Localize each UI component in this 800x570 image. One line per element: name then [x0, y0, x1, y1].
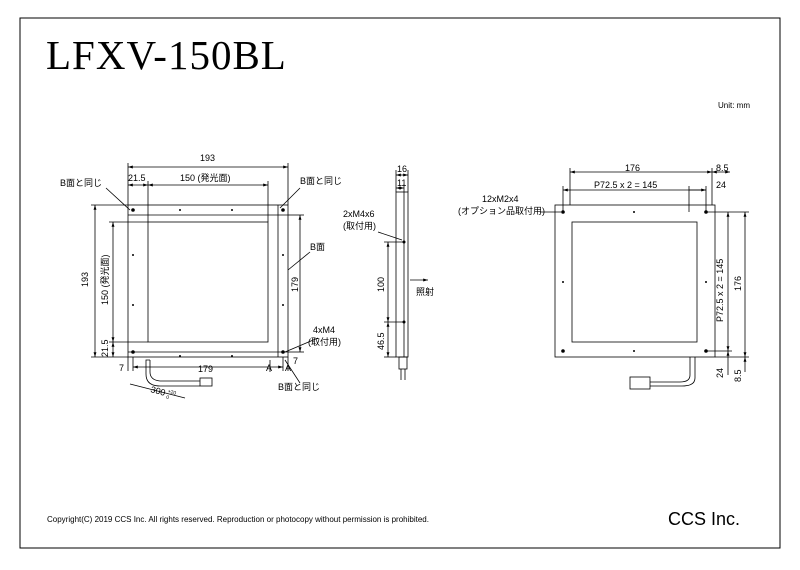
front-dim-right-height: 179	[290, 277, 300, 292]
front-dim-7-right: 7	[293, 356, 298, 366]
front-outline	[127, 204, 289, 358]
front-cable-tol-plus: +20	[167, 389, 177, 397]
front-dim-emit: 150 (発光面)	[180, 172, 231, 183]
back-pitch-horizontal: P72.5 x 2 = 145	[594, 180, 657, 190]
back-dim-8-5-bottom: 8.5	[733, 369, 743, 382]
front-cable-tol-minus: 0	[165, 394, 169, 401]
side-dim-11: 11	[397, 178, 406, 188]
front-screw-note: (取付用)	[308, 337, 341, 347]
front-screw: 4xM4	[313, 325, 335, 335]
back-dim-24-bottom: 24	[715, 368, 725, 378]
front-cable-length: 300	[149, 384, 166, 398]
back-dim-176: 176	[625, 163, 640, 173]
side-view	[377, 170, 428, 380]
company-name: CCS Inc.	[668, 509, 741, 529]
front-note-b: B面	[310, 242, 325, 252]
back-holes	[561, 210, 708, 353]
front-dim-bottom: 179	[198, 364, 213, 374]
front-emitting-area	[147, 221, 269, 343]
back-cable	[650, 357, 691, 383]
back-screw-note: (オプション品取付用)	[458, 206, 545, 216]
back-dim-24-top: 24	[716, 180, 726, 190]
front-cable	[149, 360, 200, 382]
back-dim-8-5-top: 8.5	[716, 163, 729, 173]
front-note-top-left: B面と同じ	[60, 178, 102, 188]
side-dim-100: 100	[376, 277, 386, 292]
sheet-border	[19, 17, 781, 549]
side-dim-46-5: 46.5	[376, 332, 386, 350]
front-mark-a1: A	[266, 363, 272, 373]
front-dim-bottom-left: 21.5	[100, 339, 110, 357]
front-note-bottom: B面と同じ	[278, 382, 320, 392]
back-view	[540, 168, 749, 390]
side-screw-note: (取付用)	[343, 221, 376, 231]
copyright-text: Copyright(C) 2019 CCS Inc. All rights re…	[47, 515, 429, 524]
back-pitch-vertical: P72.5 x 2 = 145	[715, 259, 725, 322]
side-dim-16: 16	[397, 164, 407, 174]
front-dim-7-left: 7	[119, 363, 124, 373]
side-outline	[395, 191, 409, 358]
unit-label: Unit: mm	[718, 101, 750, 110]
back-outline	[554, 204, 716, 358]
back-window	[571, 221, 698, 343]
front-view	[91, 163, 319, 399]
back-dim-176-vertical: 176	[733, 276, 743, 291]
front-note-top-right: B面と同じ	[300, 176, 342, 186]
front-dim-emit-vertical: 150 (発光面)	[99, 254, 110, 305]
drawing-title: LFXV-150BL	[46, 32, 287, 78]
front-dim-width: 193	[200, 153, 215, 163]
back-screw: 12xM2x4	[482, 194, 519, 204]
front-holes	[131, 208, 285, 357]
front-dim-height: 193	[80, 272, 90, 287]
front-dim-left: 21.5	[128, 173, 146, 183]
side-irradiation: 照射	[416, 286, 434, 297]
side-screw: 2xM4x6	[343, 209, 375, 219]
front-mark-a2: A	[285, 363, 291, 373]
